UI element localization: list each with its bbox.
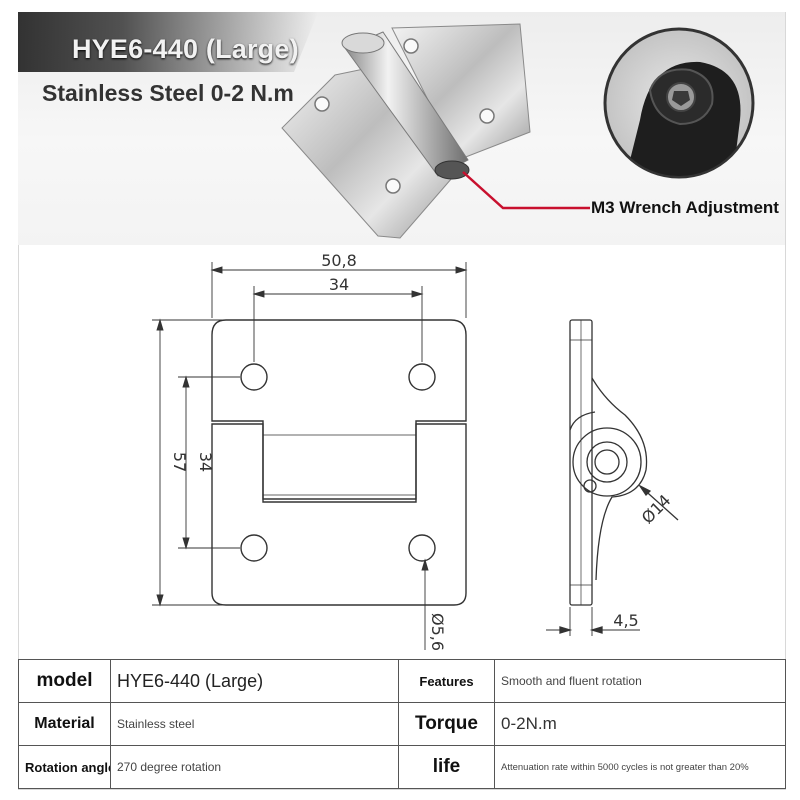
spec-row-material: Material Stainless steel Torque 0-2N.m: [18, 702, 786, 746]
spec-value-torque: 0-2N.m: [494, 702, 786, 746]
title-banner: [18, 12, 318, 72]
product-title: HYE6-440 (Large): [72, 34, 299, 64]
spec-key-features: Features: [398, 659, 495, 703]
spec-value-material: Stainless steel: [110, 702, 399, 746]
spec-row-rotation: Rotation angle 270 degree rotation life …: [18, 745, 786, 789]
spec-table: model HYE6-440 (Large) Features Smooth a…: [18, 659, 786, 789]
spec-key-rotation-angle: Rotation angle: [18, 745, 111, 789]
spec-key-life: life: [398, 745, 495, 789]
product-subtitle: Stainless Steel 0-2 N.m: [42, 80, 294, 106]
spec-row-model: model HYE6-440 (Large) Features Smooth a…: [18, 659, 786, 703]
callout-label: M3 Wrench Adjustment: [591, 198, 779, 217]
spec-value-features: Smooth and fluent rotation: [494, 659, 786, 703]
spec-value-rotation-angle: 270 degree rotation: [110, 745, 399, 789]
spec-key-material: Material: [18, 702, 111, 746]
spec-key-model: model: [18, 659, 111, 703]
spec-key-torque: Torque: [398, 702, 495, 746]
spec-value-life: Attenuation rate within 5000 cycles is n…: [494, 745, 786, 789]
spec-value-model: HYE6-440 (Large): [110, 659, 399, 703]
